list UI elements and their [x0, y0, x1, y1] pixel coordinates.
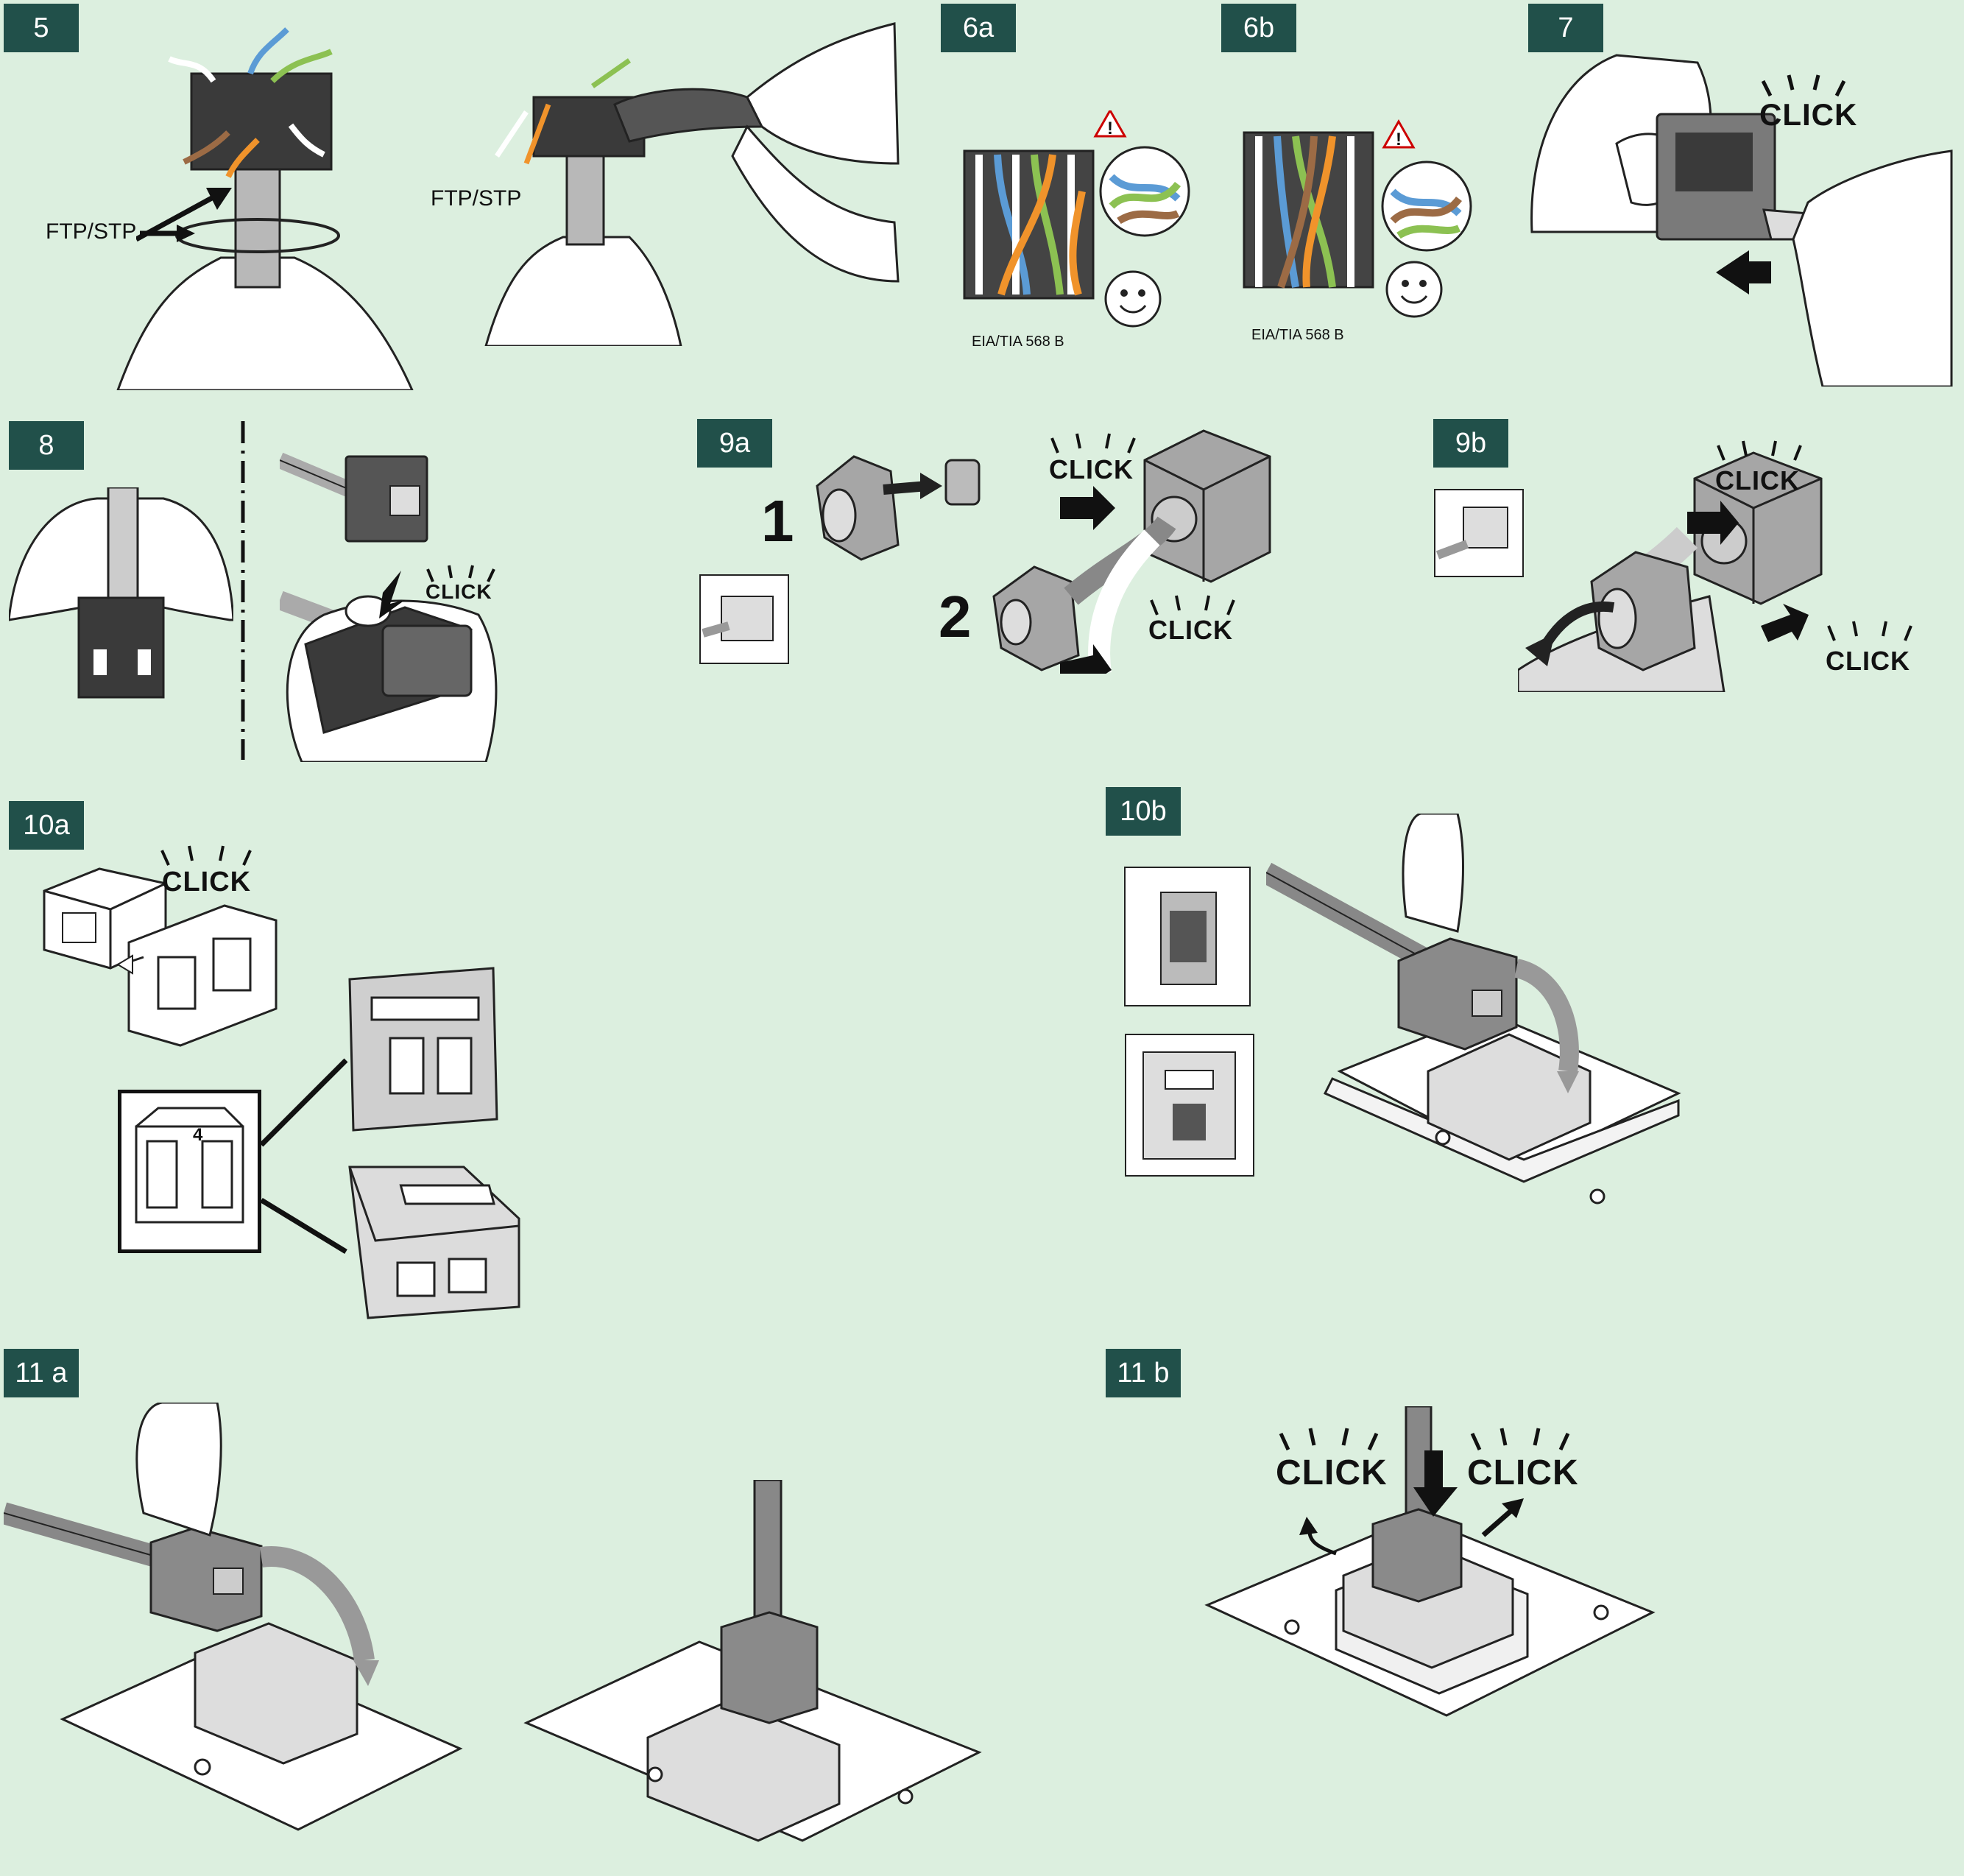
step-8-remove-cover-illustration	[280, 445, 515, 762]
module-number-label: 4	[193, 1125, 202, 1146]
arrow-icon	[140, 222, 199, 244]
ftp-stp-label: FTP/STP	[431, 186, 521, 211]
svg-text:!: !	[1396, 130, 1402, 149]
click-label: CLICK	[162, 867, 251, 898]
click-label: CLICK	[1049, 454, 1134, 485]
step-11a-installed-illustration	[523, 1480, 986, 1863]
click-burst-icon	[1277, 1425, 1380, 1454]
dash-dot-divider	[236, 421, 250, 760]
flush-socket-illustration	[346, 965, 501, 1134]
click-label: CLICK	[1276, 1453, 1388, 1493]
step-badge-10b: 10b	[1106, 787, 1181, 836]
step-badge-11a: 11 a	[4, 1349, 79, 1397]
step-badge-6b: 6b	[1221, 4, 1296, 52]
smiley-icon	[1103, 269, 1163, 329]
step-8-check-illustration	[9, 487, 233, 701]
click-burst-icon	[1469, 1425, 1572, 1454]
click-label: CLICK	[1826, 646, 1910, 677]
click-label: CLICK	[1715, 465, 1800, 496]
click-label: CLICK	[1467, 1453, 1579, 1493]
step-10b-thumbnail-frame	[1124, 867, 1251, 1006]
substep-number: 2	[939, 583, 972, 651]
step-badge-8: 8	[9, 421, 84, 470]
surface-socket-illustration	[346, 1160, 523, 1322]
module-frame-icon	[121, 1093, 258, 1249]
click-label: CLICK	[1759, 97, 1857, 133]
click-label: CLICK	[425, 580, 492, 604]
substep-number: 1	[761, 487, 794, 555]
step-badge-9b: 9b	[1433, 419, 1508, 468]
step-badge-6a: 6a	[941, 4, 1016, 52]
step-badge-11b: 11 b	[1106, 1349, 1181, 1397]
step-9a-bracket-illustration	[810, 427, 983, 567]
step-7-insert-module-illustration	[1528, 18, 1955, 387]
step-5-cut-shield-illustration	[482, 16, 902, 346]
step-9b-thumbnail	[1434, 489, 1524, 577]
step-9a-attach-illustration	[990, 427, 1281, 674]
step-10b-thumbnail-socket	[1125, 1034, 1254, 1177]
step-11a-insert-illustration	[4, 1403, 490, 1859]
smiley-icon	[1384, 259, 1444, 320]
step-9a-thumbnail	[699, 574, 789, 664]
step-10b-install-illustration	[1266, 814, 1686, 1237]
wiring-standard-label: EIA/TIA 568 B	[1251, 327, 1344, 344]
click-label: CLICK	[1148, 615, 1233, 646]
step-badge-10a: 10a	[9, 801, 84, 850]
step-11b-lock-illustration	[1204, 1406, 1656, 1752]
module-frame-detail	[118, 1090, 261, 1253]
wiring-standard-label: EIA/TIA 568 B	[972, 334, 1064, 350]
click-burst-icon	[1715, 438, 1804, 465]
step-badge-5: 5	[4, 4, 79, 52]
step-badge-9a: 9a	[697, 419, 772, 468]
ftp-stp-label: FTP/STP	[46, 219, 136, 244]
connector-lines	[261, 1053, 353, 1259]
svg-text:!: !	[1107, 119, 1113, 138]
click-burst-icon	[158, 843, 254, 870]
click-burst-icon	[1826, 618, 1914, 645]
click-burst-icon	[1049, 431, 1137, 457]
